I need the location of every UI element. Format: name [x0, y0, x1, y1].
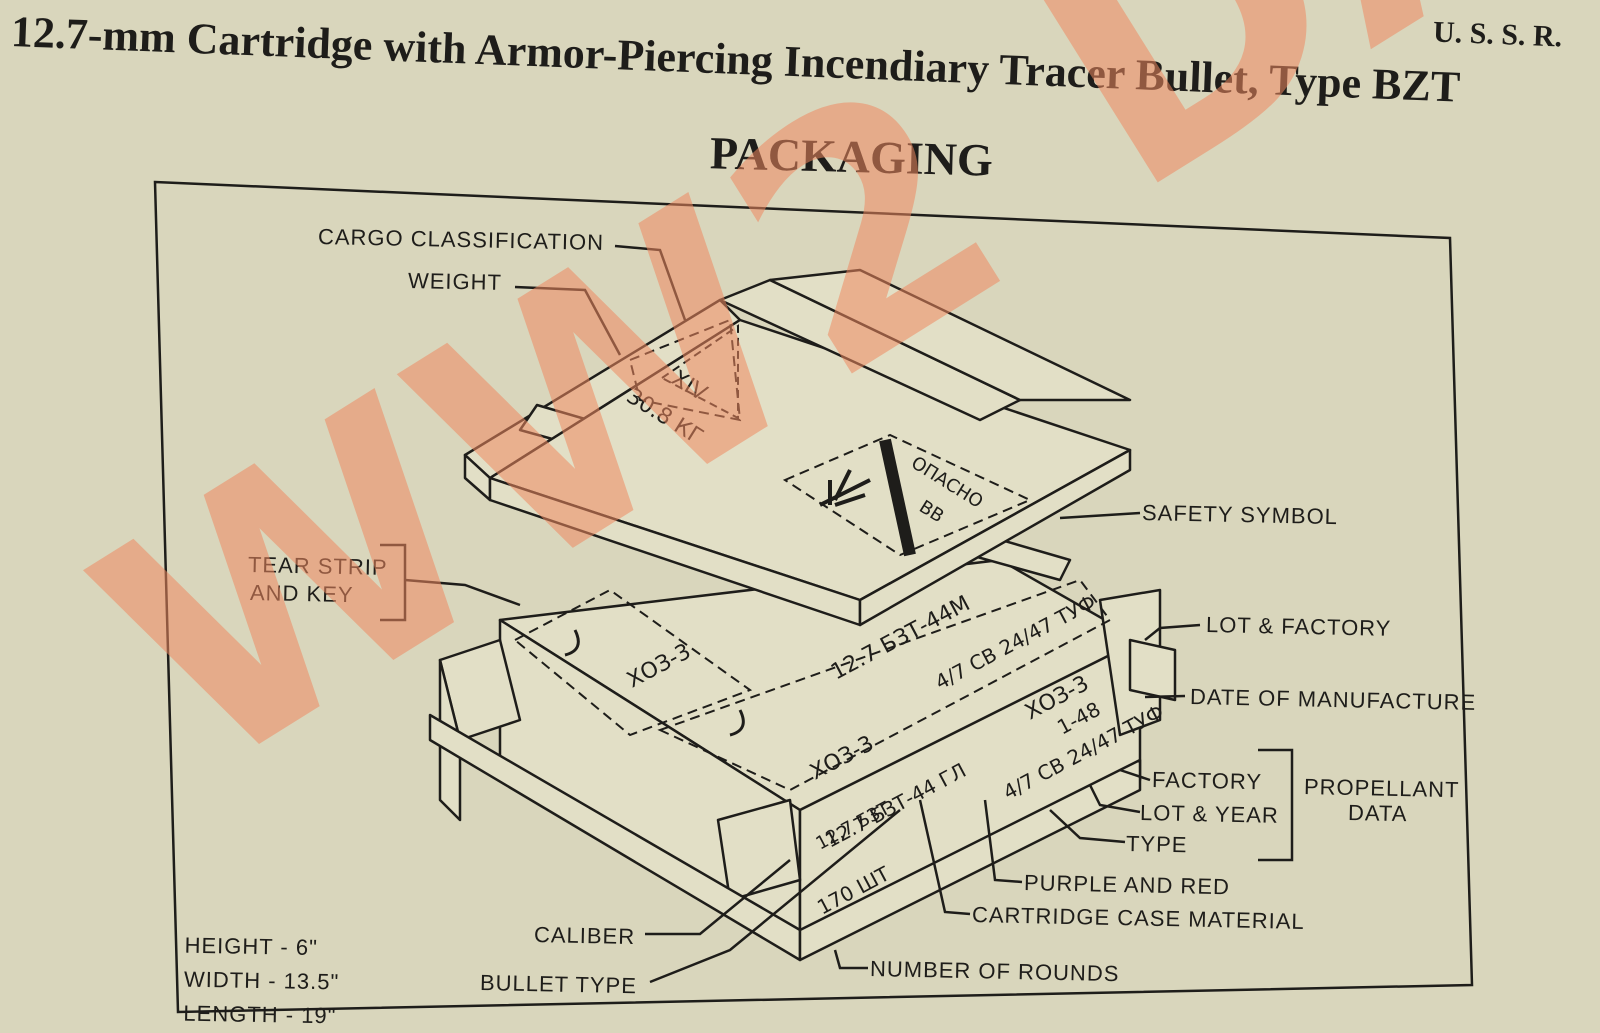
- label-tear-strip-2: AND KEY: [249, 580, 354, 608]
- leader-lot-factory: [1144, 623, 1201, 641]
- leader-safety: [1059, 511, 1141, 520]
- leader-type: [1049, 809, 1126, 844]
- leader-caliber: [645, 859, 791, 936]
- dimensions-block: HEIGHT - 6" WIDTH - 13.5" LENGTH - 19": [183, 929, 340, 1033]
- crate-bottom-rail-2: [798, 758, 1142, 962]
- dimension-length: LENGTH - 19": [183, 1000, 337, 1029]
- leader-cargo: [614, 244, 687, 321]
- lid-board-3-side: [858, 448, 1132, 627]
- label-purple-red: PURPLE AND RED: [1023, 870, 1231, 900]
- label-lot-year: LOT & YEAR: [1139, 800, 1280, 828]
- label-tear-strip-1: TEAR STRIP: [247, 552, 388, 580]
- propellant-bracket: [1258, 748, 1294, 862]
- leader-bullet: [649, 809, 901, 984]
- diagram-frame: [153, 180, 1474, 1014]
- leader-factory: [1119, 768, 1151, 782]
- label-bullet-type: BULLET TYPE: [479, 970, 638, 999]
- label-number-of-rounds: NUMBER OF ROUNDS: [869, 956, 1120, 987]
- lid-board-5: [768, 268, 1132, 402]
- label-factory: FACTORY: [1151, 767, 1263, 795]
- dimension-height: HEIGHT - 6": [184, 932, 319, 960]
- label-weight: WEIGHT: [407, 268, 503, 295]
- dimension-width: WIDTH - 13.5": [183, 966, 340, 995]
- label-lot-factory: LOT & FACTORY: [1205, 612, 1392, 641]
- label-propellant-2: DATA: [1347, 800, 1408, 827]
- leader-lot-year: [1088, 784, 1141, 814]
- crate-end-block: [716, 798, 802, 902]
- leader-case: [918, 799, 971, 916]
- leader-weight: [514, 285, 622, 356]
- leader-rounds: [833, 949, 868, 970]
- label-type: TYPE: [1125, 831, 1188, 858]
- label-caliber: CALIBER: [533, 922, 636, 950]
- leader-tear: [404, 578, 521, 607]
- crate-side-rail: [1128, 638, 1177, 702]
- label-safety-symbol: SAFETY SYMBOL: [1141, 500, 1339, 530]
- tear-bracket: [380, 543, 407, 622]
- leader-date: [1144, 694, 1186, 699]
- leader-purple: [983, 799, 1023, 884]
- label-propellant-1: PROPELLANT: [1303, 774, 1460, 803]
